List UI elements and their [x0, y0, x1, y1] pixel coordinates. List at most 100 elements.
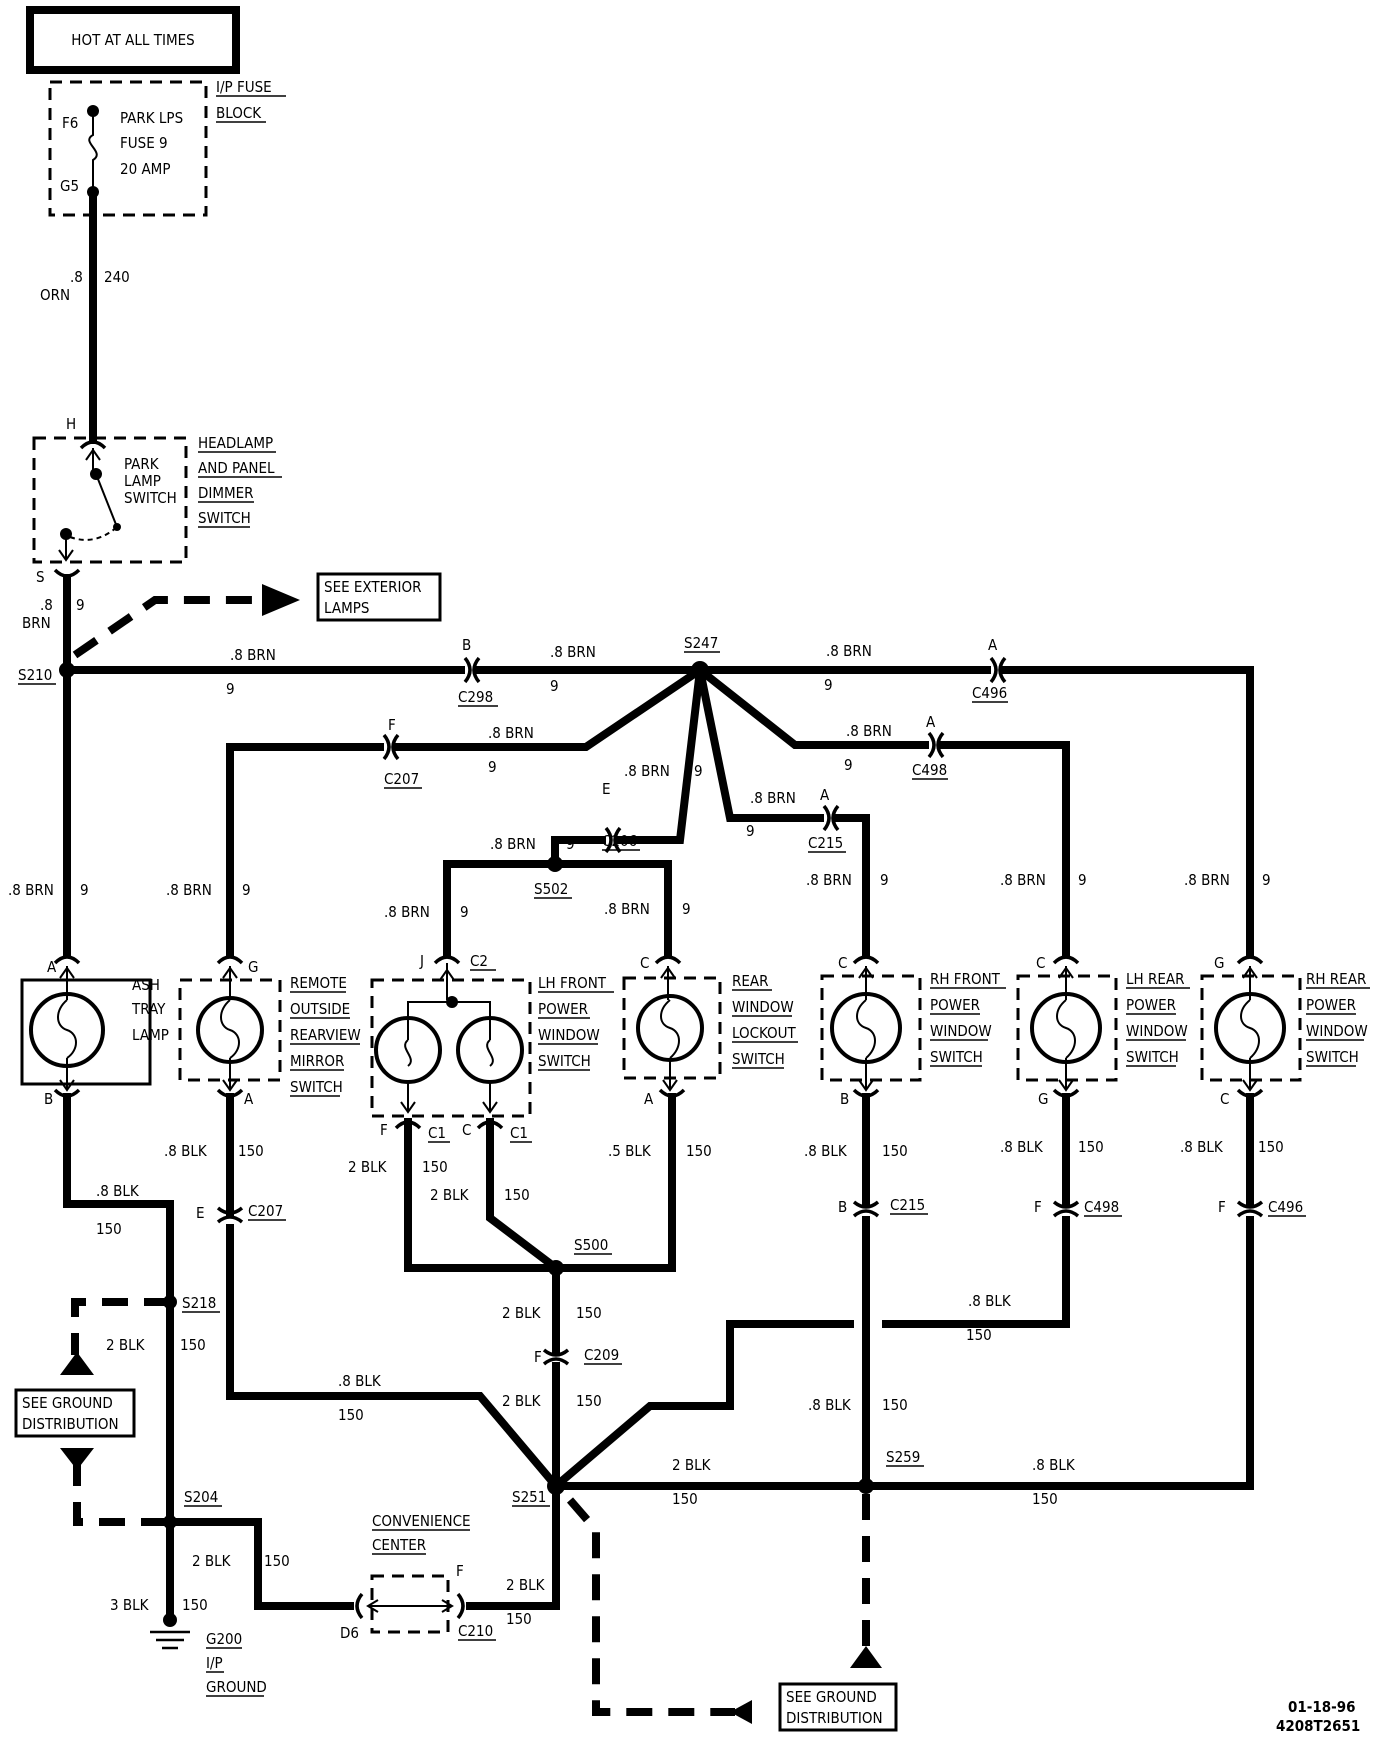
- label-s210: S210: [18, 666, 52, 684]
- wire-label-blk-rhr: .8 BLK: [1180, 1138, 1224, 1156]
- wire-label-150-mirror-run: 150: [338, 1406, 364, 1424]
- orn-size: .8: [70, 268, 83, 286]
- splice-s251: [547, 1477, 565, 1495]
- wire-label-150-rear: 150: [686, 1142, 712, 1160]
- wire-label-9-6: 9: [694, 762, 703, 780]
- wire-lhrear-s251: [550, 1320, 854, 1492]
- label-c207-bottom: C207: [248, 1202, 283, 1220]
- lhrear-line2: POWER: [1126, 996, 1176, 1014]
- wire-label-9-rhf: 9: [880, 871, 889, 889]
- rhfront-line2: POWER: [930, 996, 980, 1014]
- wire-s218-ground-ref: [71, 1298, 170, 1355]
- pin-headlamp-h: [79, 440, 107, 450]
- wire-label-150-s251: 150: [672, 1490, 698, 1508]
- ground-left-line2: DISTRIBUTION: [22, 1415, 119, 1433]
- mirror-line5: SWITCH: [290, 1078, 343, 1096]
- wire-label-150-3blk: 150: [182, 1596, 208, 1614]
- g200-ground: G200 I/P GROUND: [150, 1613, 267, 1697]
- headlamp-pin-s: S: [36, 568, 45, 586]
- pin-rearlock-a: [658, 1088, 686, 1098]
- wire-rhrear-ground: [862, 1093, 1254, 1490]
- wire-label-brn-4: .8 BRN: [488, 724, 534, 742]
- switch-inner3: SWITCH: [124, 489, 177, 507]
- splice-s247: [691, 661, 709, 679]
- wire-lhrear-ground: [882, 1093, 1070, 1328]
- wire-s247-c498: [694, 664, 1070, 958]
- wire-label-9-1: 9: [226, 680, 235, 698]
- label-s502: S502: [534, 880, 568, 898]
- wire-label-9-rhr: 9: [1262, 871, 1271, 889]
- switch-blade: [95, 473, 118, 528]
- wire-label-150-c210: 150: [506, 1610, 532, 1628]
- splices: [59, 661, 874, 1529]
- lh-rear-power-window-switch: C G LH REAR POWER WINDOW SWITCH: [1016, 954, 1190, 1108]
- wire-label-150-ash: 150: [96, 1220, 122, 1238]
- hot-at-all-times-box: HOT AT ALL TIMES: [26, 6, 240, 74]
- label-s218: S218: [182, 1294, 216, 1312]
- label-s251: S251: [512, 1488, 546, 1506]
- convenience-line2: CENTER: [372, 1536, 426, 1554]
- pin-rearlock-a-label: A: [644, 1090, 654, 1108]
- wire-label-150-c1f: 150: [422, 1158, 448, 1176]
- ground-symbol-icon: [150, 1630, 190, 1650]
- exterior-line1: SEE EXTERIOR: [324, 578, 422, 596]
- label-s204: S204: [184, 1488, 218, 1506]
- pin-rhfront-b-label: B: [840, 1090, 849, 1108]
- pin-lhfront-j-label: J: [419, 952, 424, 970]
- pin-headlamp-s: [53, 568, 81, 578]
- wire-s247-c496: [696, 666, 1254, 958]
- wire-label-brn-ash: .8 BRN: [8, 881, 54, 899]
- wire-label-150-s500: 150: [576, 1304, 602, 1322]
- ground-line2: I/P: [206, 1654, 223, 1672]
- headlamp-dimmer-switch: H S PARK LAMP SWITCH HEADLAMP AND PANEL …: [32, 415, 282, 586]
- ground-bottom-line1: SEE GROUND: [786, 1688, 877, 1706]
- wire-label-blk-mirror-run: .8 BLK: [338, 1372, 382, 1390]
- fuse-block-title2: BLOCK: [216, 104, 262, 122]
- lh-front-power-window-switch: J C2 F C1 C C1 LH FRONT POWER WINDOW SWI…: [370, 952, 614, 1143]
- pin-mirror-g: [216, 955, 244, 965]
- wire-label-05blk: .5 BLK: [608, 1142, 652, 1160]
- exterior-line2: LAMPS: [324, 599, 369, 617]
- lhrear-line1: LH REAR: [1126, 970, 1184, 988]
- pin-c298-b: B: [462, 636, 471, 654]
- headlamp-title3: DIMMER: [198, 484, 254, 502]
- wire-label-150-s204: 150: [264, 1552, 290, 1570]
- wire-label-brn-1: .8 BRN: [230, 646, 276, 664]
- pin-c206-e: E: [602, 780, 611, 798]
- wire-label-9-3: 9: [824, 676, 833, 694]
- fuse-pin-g5: G5: [60, 177, 79, 195]
- wire-s247-c207-mirror: [226, 664, 706, 958]
- pin-rhrear-c: [1236, 1088, 1264, 1098]
- wire-rearlock-ground: [552, 1093, 676, 1272]
- connector-c496-bottom: [1236, 1200, 1264, 1218]
- ash-line3: LAMP: [132, 1026, 169, 1044]
- rhrear-line1: RH REAR: [1306, 970, 1366, 988]
- label-c496-top: C496: [972, 684, 1007, 702]
- wire-label-150-s259: 150: [1032, 1490, 1058, 1508]
- wire-mirror-ground: [226, 1093, 562, 1492]
- wire-label-150-rhf-run: 150: [882, 1396, 908, 1414]
- wire-label-blk-rhf-run: .8 BLK: [808, 1396, 852, 1414]
- lhfront-line2: POWER: [538, 1000, 588, 1018]
- wire-label-150-c1c: 150: [504, 1186, 530, 1204]
- wire-exterior-lamps: [72, 596, 270, 659]
- wire-label-2blk-s218: 2 BLK: [106, 1336, 146, 1354]
- wire-label-150-mirror: 150: [238, 1142, 264, 1160]
- mirror-line3: REARVIEW: [290, 1026, 361, 1044]
- fuse-icon: [88, 111, 98, 192]
- splice-s204: [163, 1515, 177, 1529]
- wire-label-brn-lhf: .8 BRN: [384, 903, 430, 921]
- wire-label-150-rhr: 150: [1258, 1138, 1284, 1156]
- pin-lhrear-g: [1052, 1088, 1080, 1098]
- label-c207-top: C207: [384, 770, 419, 788]
- label-c210: C210: [458, 1622, 493, 1640]
- ground-dist-arrow-up: [850, 1646, 882, 1668]
- rhfront-line1: RH FRONT: [930, 970, 1001, 988]
- pin-rearlock-c-label: C: [640, 954, 649, 972]
- wire-label-brn-rhf: .8 BRN: [806, 871, 852, 889]
- pin-c215-b: B: [838, 1198, 847, 1216]
- pin-cups: [53, 440, 1264, 1098]
- rhfront-line3: WINDOW: [930, 1022, 992, 1040]
- switch-arrow-top: [85, 448, 101, 470]
